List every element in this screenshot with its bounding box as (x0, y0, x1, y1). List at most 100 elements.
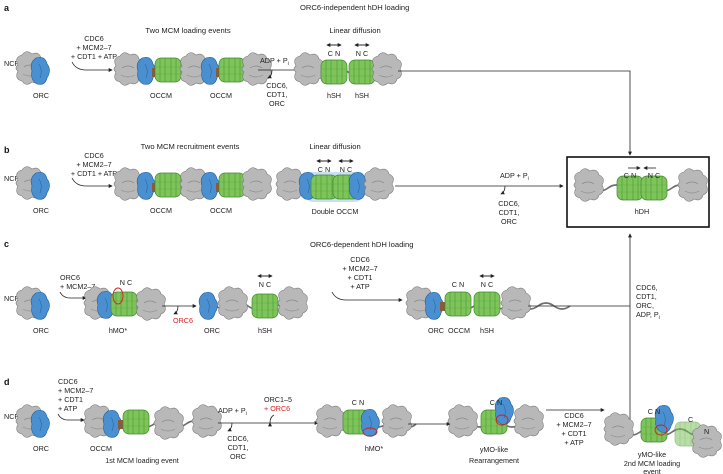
occm-label-d: OCCM (90, 444, 112, 453)
panel-b: b NCP ORC CDC6 + MCM2–7 + CDT1 + ATP Two… (4, 142, 710, 228)
panel-a-title: ORC6-independent hDH loading (300, 3, 409, 12)
hsh-label-c: hSH (258, 326, 272, 335)
hsh-label-a-1: hSH (327, 91, 341, 100)
occm-label-a-2: OCCM (210, 91, 232, 100)
mcm-hexamer-icon (444, 291, 472, 317)
reagent-b-3: + CDT1 + ATP (71, 169, 117, 178)
nucleosome-icon (603, 412, 634, 446)
occm-label-a-1: OCCM (150, 91, 172, 100)
hsh-label-a-2: hSH (355, 91, 369, 100)
orc-icon (30, 409, 50, 438)
nc-label-c-2: N C (259, 280, 271, 289)
ymo-label-d-1: yMO-like (480, 445, 508, 454)
mcm-hexamer-icon (110, 291, 138, 317)
orc6-highlight (495, 414, 509, 426)
panel-c: c ORC6-dependent hDH loading NCP ORC ORC… (4, 233, 660, 435)
reagent-d-4: + ATP (58, 404, 77, 413)
mcm-hexamer-icon (218, 172, 246, 198)
reagent-d-2: + MCM2–7 (58, 386, 93, 395)
hmo-label-c: hMO* (109, 326, 128, 335)
orc6-highlight (112, 287, 124, 305)
orc-label-c-2: ORC (204, 326, 220, 335)
reagent-b-2: + MCM2–7 (76, 160, 111, 169)
reagent-a-3: + CDT1 + ATP (71, 52, 117, 61)
panel-letter-b: b (4, 145, 10, 155)
panel-letter-a: a (4, 3, 10, 13)
reagent-c2-4: + ATP (350, 282, 369, 291)
orc-label-c-3: ORC (428, 326, 444, 335)
release-b-1: CDC6, (498, 199, 520, 208)
reagent-c2-2: + MCM2–7 (342, 264, 377, 273)
release-c-3: ORC, (636, 301, 654, 310)
mcm-hexamer-icon (154, 172, 182, 198)
mcm-hexamer-icon (251, 293, 279, 319)
ncp-label-c: NCP (4, 294, 19, 303)
release-b-3: ORC (501, 217, 517, 226)
nucleosome-icon (363, 167, 394, 201)
release-a-1: CDC6, (266, 81, 288, 90)
stage-title-a-2: Linear diffusion (329, 26, 380, 35)
cn-label-b-1: C N (318, 165, 330, 174)
orc6-add-label: + ORC6 (264, 404, 290, 413)
reagent-a-2: + MCM2–7 (76, 43, 111, 52)
cn-label-d-3: C N (648, 407, 660, 416)
cn-label-b-2: N C (340, 165, 352, 174)
result-cn-label: C N (624, 171, 636, 180)
nucleosome-icon (513, 404, 544, 438)
ncp-label-a: NCP (4, 59, 19, 68)
release-d-3: ORC (230, 452, 246, 461)
reagent-d2-1: CDC6 (564, 411, 584, 420)
reagent-c2-3: + CDT1 (348, 273, 373, 282)
cn-label-c-3: C N (452, 280, 464, 289)
panel-d: d NCP ORC CDC6 + MCM2–7 + CDT1 + ATP OCC… (4, 377, 722, 474)
stage-title-b-2: Linear diffusion (309, 142, 360, 151)
mcm-hexamer-icon (473, 291, 501, 317)
caption-d-2a: 2nd MCM loading (624, 459, 680, 468)
nucleosome-icon (277, 286, 308, 320)
nucleosome-icon (447, 404, 478, 438)
cdc6-icon (440, 302, 448, 311)
cn-label-d-2: C N (490, 398, 502, 407)
orc6-highlight (362, 427, 378, 437)
orc6-release-label: ORC6 (173, 316, 193, 325)
mcm-hexamer-icon (320, 59, 348, 85)
nc-label-c-3: N C (481, 280, 493, 289)
nc-label-c: N C (120, 278, 132, 287)
panel-letter-c: c (4, 239, 9, 249)
adp-label-a: ADP + Pi (260, 56, 289, 67)
orc-icon (198, 291, 218, 320)
result-nc-label: N C (648, 171, 660, 180)
panel-a: a ORC6-independent hDH loading NCP ORC C… (4, 3, 632, 156)
nucleosome-icon (153, 406, 184, 440)
orc-icon (30, 171, 50, 200)
reagent-c-2: + MCM2–7 (60, 282, 95, 291)
cdc6-icon (118, 420, 126, 429)
stage-title-b-1: Two MCM recruitment events (141, 142, 240, 151)
adp-label-d: ADP + Pi (218, 406, 247, 417)
reagent-c-1: ORC6 (60, 273, 80, 282)
reagent-a-1: CDC6 (84, 34, 104, 43)
rearrangement-label: Rearrangement (469, 456, 519, 465)
reagent-d-3: + CDT1 (58, 395, 83, 404)
mcm-hexamer-icon (154, 57, 182, 83)
reagent-d2-4: + ATP (564, 438, 583, 447)
hmo-label-d: hMO* (365, 444, 384, 453)
cn-label-a-1: C N (328, 49, 340, 58)
release-d-2: CDT1, (228, 443, 249, 452)
caption-d-1: 1st MCM loading event (105, 456, 179, 465)
reagent-d2-2: + MCM2–7 (556, 420, 591, 429)
orc-icon (30, 291, 50, 320)
release-c-1: CDC6, (636, 283, 658, 292)
hsh-label-c-2: hSH (480, 326, 494, 335)
reagent-d-1: CDC6 (58, 377, 78, 386)
release-a-3: ORC (269, 99, 285, 108)
release-d-1: CDC6, (227, 434, 249, 443)
nucleosome-icon (500, 286, 531, 320)
release-a-2: CDT1, (267, 90, 288, 99)
hdh-label: hDH (635, 207, 649, 216)
orc-icon (30, 56, 50, 85)
panel-letter-d: d (4, 377, 10, 387)
mcm-hexamer-icon (348, 59, 376, 85)
orc-label-d: ORC (33, 444, 49, 453)
